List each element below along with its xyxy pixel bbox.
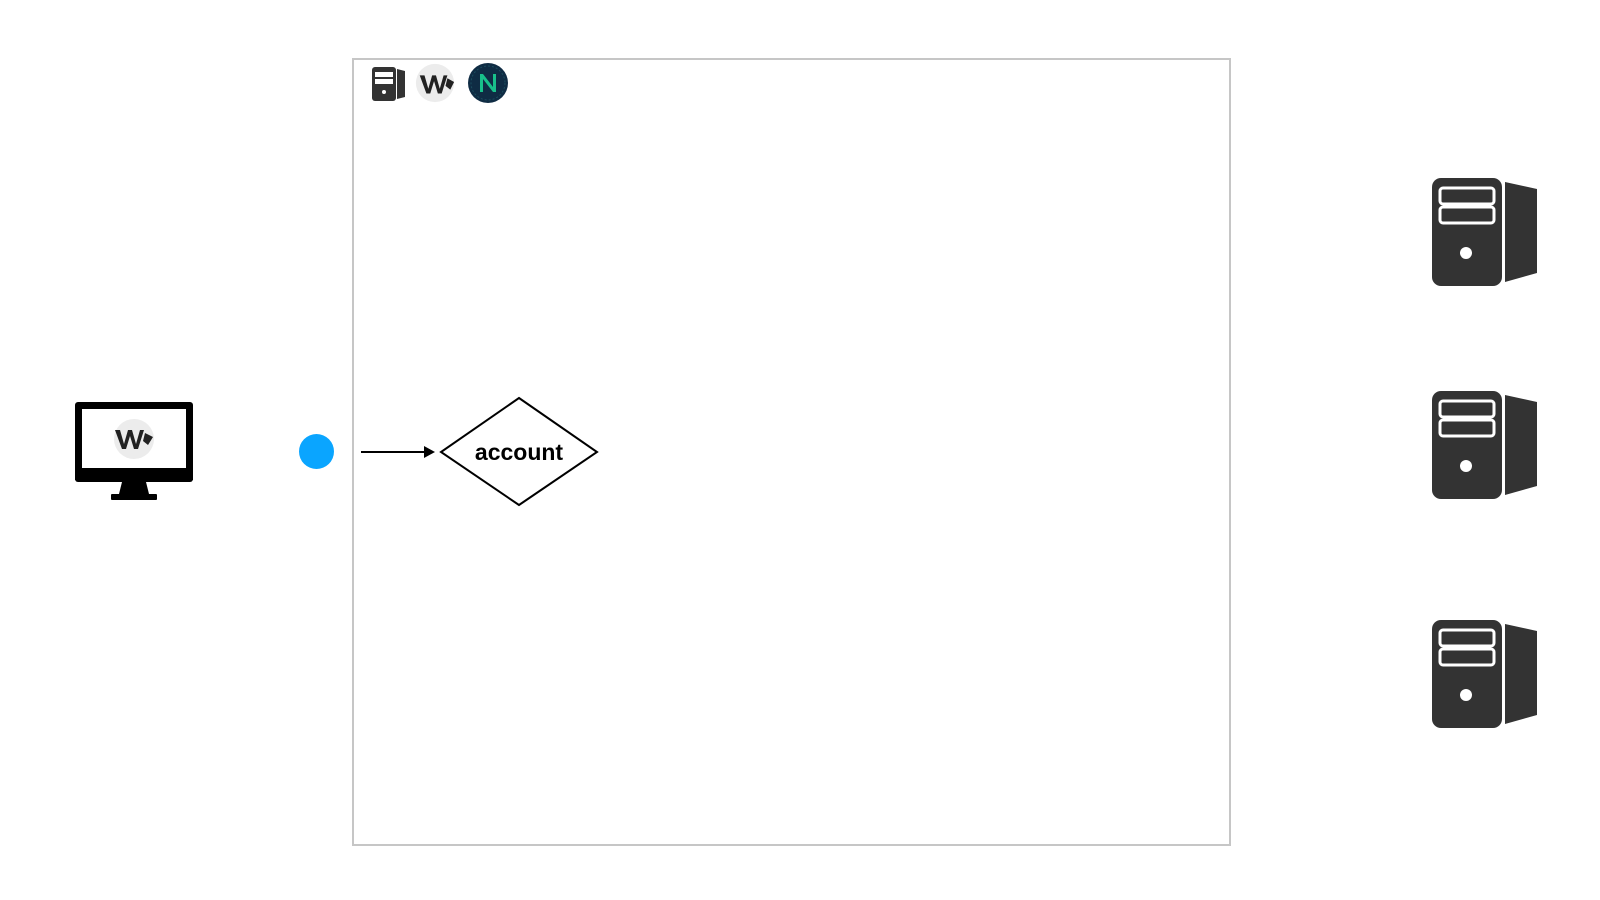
server-icon xyxy=(1432,178,1537,286)
n-logo-icon xyxy=(468,63,508,103)
wix-logo-icon xyxy=(114,419,154,459)
server-icon xyxy=(1432,620,1537,728)
desktop-monitor-icon xyxy=(75,402,193,500)
wix-logo-icon xyxy=(415,63,455,103)
entry-point-dot[interactable] xyxy=(299,434,334,469)
decision-label: account xyxy=(474,438,564,465)
server-icon xyxy=(1432,391,1537,499)
server-icon xyxy=(372,67,405,101)
